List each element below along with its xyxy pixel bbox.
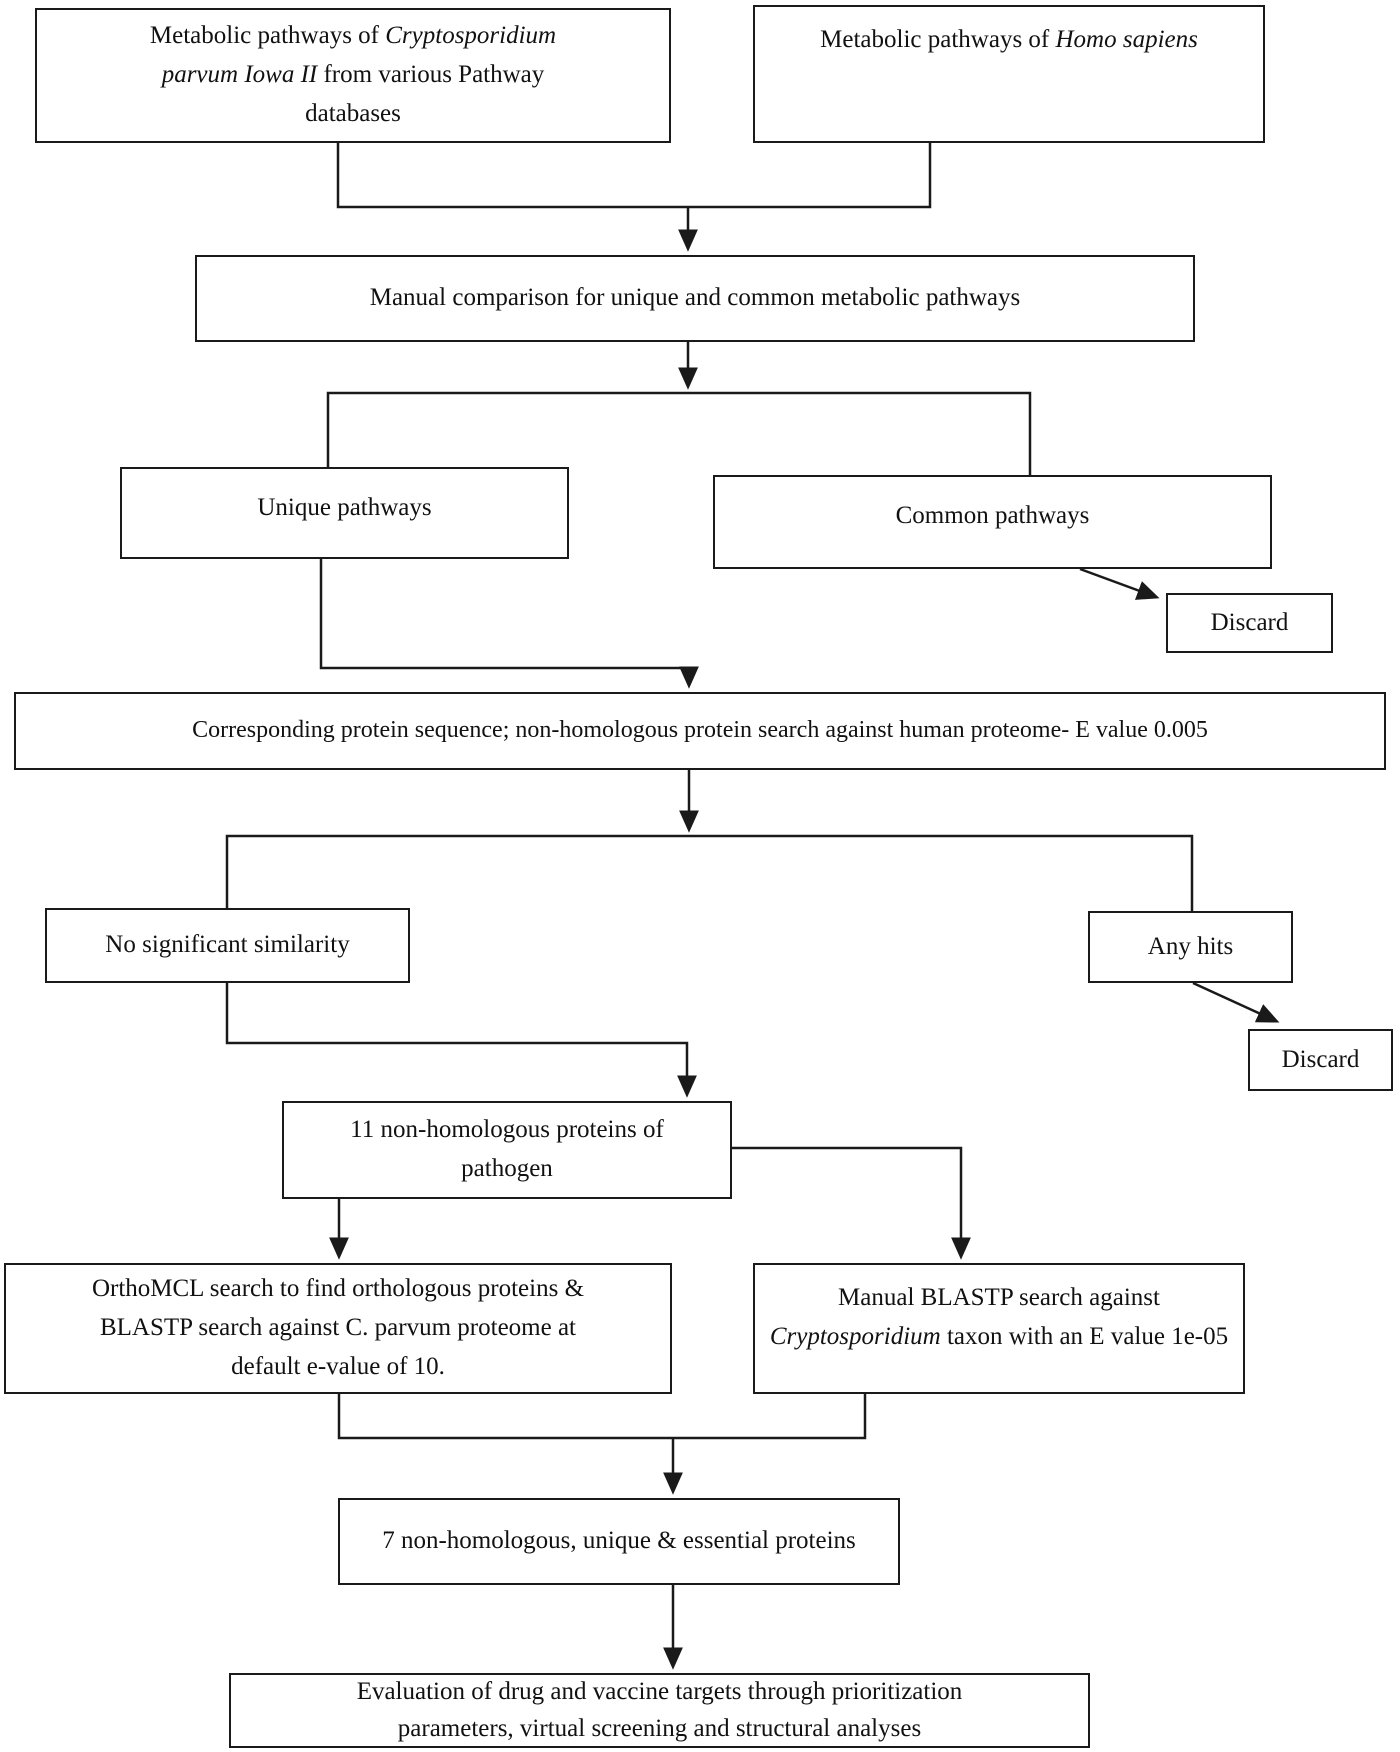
node-evaluation-targets-label: Evaluation of drug and vaccine targets t… (356, 1678, 963, 1742)
node-manual-comparison-label: Manual comparison for unique and common … (369, 284, 1021, 312)
node-pathogen-pathways-label: Metabolic pathways of Cryptosporidium pa… (149, 22, 557, 127)
connector-unique-to-protein-search (319, 559, 699, 689)
node-unique-pathways: Unique pathways (120, 467, 569, 559)
node-manual-blastp-search: Manual BLASTP search against Cryptospori… (753, 1263, 1245, 1394)
connector-anyhits-to-discard (1192, 981, 1280, 1023)
node-7-essential-proteins-label: 7 non-homologous, unique & essential pro… (382, 1527, 856, 1555)
node-discard-hits-label: Discard (1281, 1045, 1360, 1073)
node-manual-blastp-search-label: Manual BLASTP search against Cryptospori… (769, 1284, 1229, 1350)
node-any-hits-label: Any hits (1147, 932, 1234, 960)
node-orthomcl-blastp-search: OrthoMCL search to find orthologous prot… (4, 1263, 672, 1394)
connector-split-unique-common (326, 391, 1032, 475)
node-orthomcl-blastp-search-label: OrthoMCL search to find orthologous prot… (91, 1275, 585, 1380)
connector-similarity-to-11proteins (225, 983, 697, 1098)
node-unique-pathways-label: Unique pathways (257, 494, 432, 521)
node-11-nonhomologous-proteins-label: 11 non-homologous proteins of pathogen (350, 1116, 664, 1182)
node-11-nonhomologous-proteins: 11 non-homologous proteins of pathogen (282, 1101, 732, 1199)
node-common-pathways-label: Common pathways (895, 502, 1090, 529)
connector-common-to-discard (1079, 567, 1160, 600)
node-human-pathways: Metabolic pathways of Homo sapiens (753, 5, 1265, 143)
node-discard-common-label: Discard (1210, 608, 1289, 636)
node-no-significant-similarity: No significant similarity (45, 908, 410, 983)
node-any-hits: Any hits (1088, 911, 1293, 983)
node-no-significant-similarity-label: No significant similarity (105, 931, 350, 959)
connector-top-merge (336, 143, 932, 209)
node-discard-hits: Discard (1248, 1029, 1393, 1091)
node-protein-search-label: Corresponding protein sequence; non-homo… (192, 717, 1208, 744)
node-7-essential-proteins: 7 non-homologous, unique & essential pro… (338, 1498, 900, 1585)
node-manual-comparison: Manual comparison for unique and common … (195, 255, 1195, 342)
connector-split-similarity-hits (225, 834, 1194, 911)
node-common-pathways: Common pathways (713, 475, 1272, 569)
node-pathogen-pathways: Metabolic pathways of Cryptosporidium pa… (35, 8, 671, 143)
node-evaluation-targets: Evaluation of drug and vaccine targets t… (229, 1673, 1090, 1748)
connector-11proteins-to-blastp (732, 1146, 971, 1260)
node-human-pathways-label: Metabolic pathways of Homo sapiens (820, 26, 1198, 53)
connector-bottom-merge (337, 1394, 867, 1440)
node-discard-common: Discard (1166, 593, 1333, 653)
node-protein-search: Corresponding protein sequence; non-homo… (14, 692, 1386, 770)
